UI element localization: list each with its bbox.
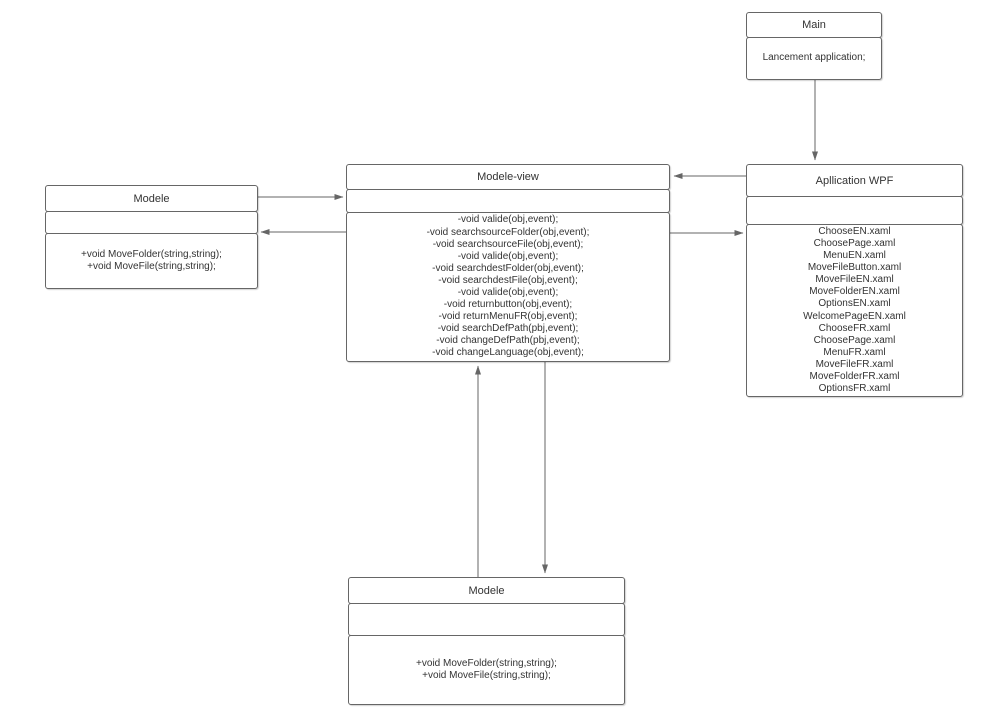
class-body-modele-left: +void MoveFolder(string,string);+void Mo… (45, 233, 258, 289)
text-line: -void searchDefPath(pbj,event); (437, 323, 579, 335)
class-title-modele-view: Modele-view (346, 164, 670, 190)
text-line: ChoosePage.xaml (813, 237, 896, 249)
text-line: -void valide(obj,event); (457, 250, 559, 262)
class-title-main: Main (746, 12, 882, 38)
text-line: MoveFolderEN.xaml (809, 286, 900, 298)
text-line: -void searchdestFile(obj,event); (438, 274, 578, 286)
text-line: -void searchsourceFile(obj,event); (432, 238, 584, 250)
class-box-modele-view[interactable]: Modele-view -void valide(obj,event);-voi… (346, 164, 670, 362)
text-line: Lancement application; (762, 52, 866, 64)
text-line: -void searchdestFolder(obj,event); (432, 262, 584, 274)
text-line: ChoosePage.xaml (813, 334, 896, 346)
text-line: -void valide(obj,event); (457, 214, 559, 226)
text-line: -void searchsourceFolder(obj,event); (426, 226, 590, 238)
class-box-modele-left[interactable]: Modele +void MoveFolder(string,string);+… (45, 185, 258, 289)
text-line: +void MoveFile(string,string); (422, 670, 551, 681)
class-box-modele-bottom[interactable]: Modele +void MoveFolder(string,string);+… (348, 577, 625, 705)
class-title-application-wpf: Apllication WPF (746, 164, 963, 197)
text-line: WelcomePageEN.xaml (803, 310, 906, 322)
class-fields-application-wpf (746, 196, 963, 225)
text-line: +void MoveFolder(string,string); (81, 248, 222, 260)
text-line: MenuFR.xaml (823, 346, 886, 358)
text-line: -void returnbutton(obj,event); (443, 299, 573, 311)
text-line: MoveFileFR.xaml (815, 358, 894, 370)
text-line: -void changeDefPath(pbj,event); (436, 335, 580, 347)
text-line: OptionsFR.xaml (818, 383, 891, 395)
class-title-modele-left: Modele (45, 185, 258, 212)
class-body-modele-bottom: +void MoveFolder(string,string);+void Mo… (348, 635, 625, 705)
class-title-modele-bottom: Modele (348, 577, 625, 604)
text-line: MoveFolderFR.xaml (809, 370, 900, 382)
class-fields-modele-bottom (348, 603, 625, 636)
text-line: -void returnMenuFR(obj,event); (438, 311, 578, 323)
class-body-main: Lancement application; (746, 37, 882, 80)
text-line: ChooseFR.xaml (818, 322, 891, 334)
text-line: MenuEN.xaml (823, 250, 886, 262)
text-line: MoveFileEN.xaml (815, 274, 894, 286)
text-line: +void MoveFolder(string,string); (416, 657, 557, 669)
class-box-main[interactable]: Main Lancement application; (746, 12, 882, 80)
class-fields-modele-view (346, 189, 670, 213)
text-line: +void MoveFile(string,string); (87, 261, 216, 272)
text-line: -void valide(obj,event); (457, 287, 559, 298)
text-line: OptionsEN.xaml (818, 298, 891, 310)
text-line: MoveFileButton.xaml (807, 262, 902, 274)
text-line: ChooseEN.xaml (818, 225, 891, 237)
text-line: -void changeLanguage(obj,event); (432, 347, 584, 359)
class-body-modele-view: -void valide(obj,event);-void searchsour… (346, 212, 670, 362)
class-fields-modele-left (45, 211, 258, 234)
